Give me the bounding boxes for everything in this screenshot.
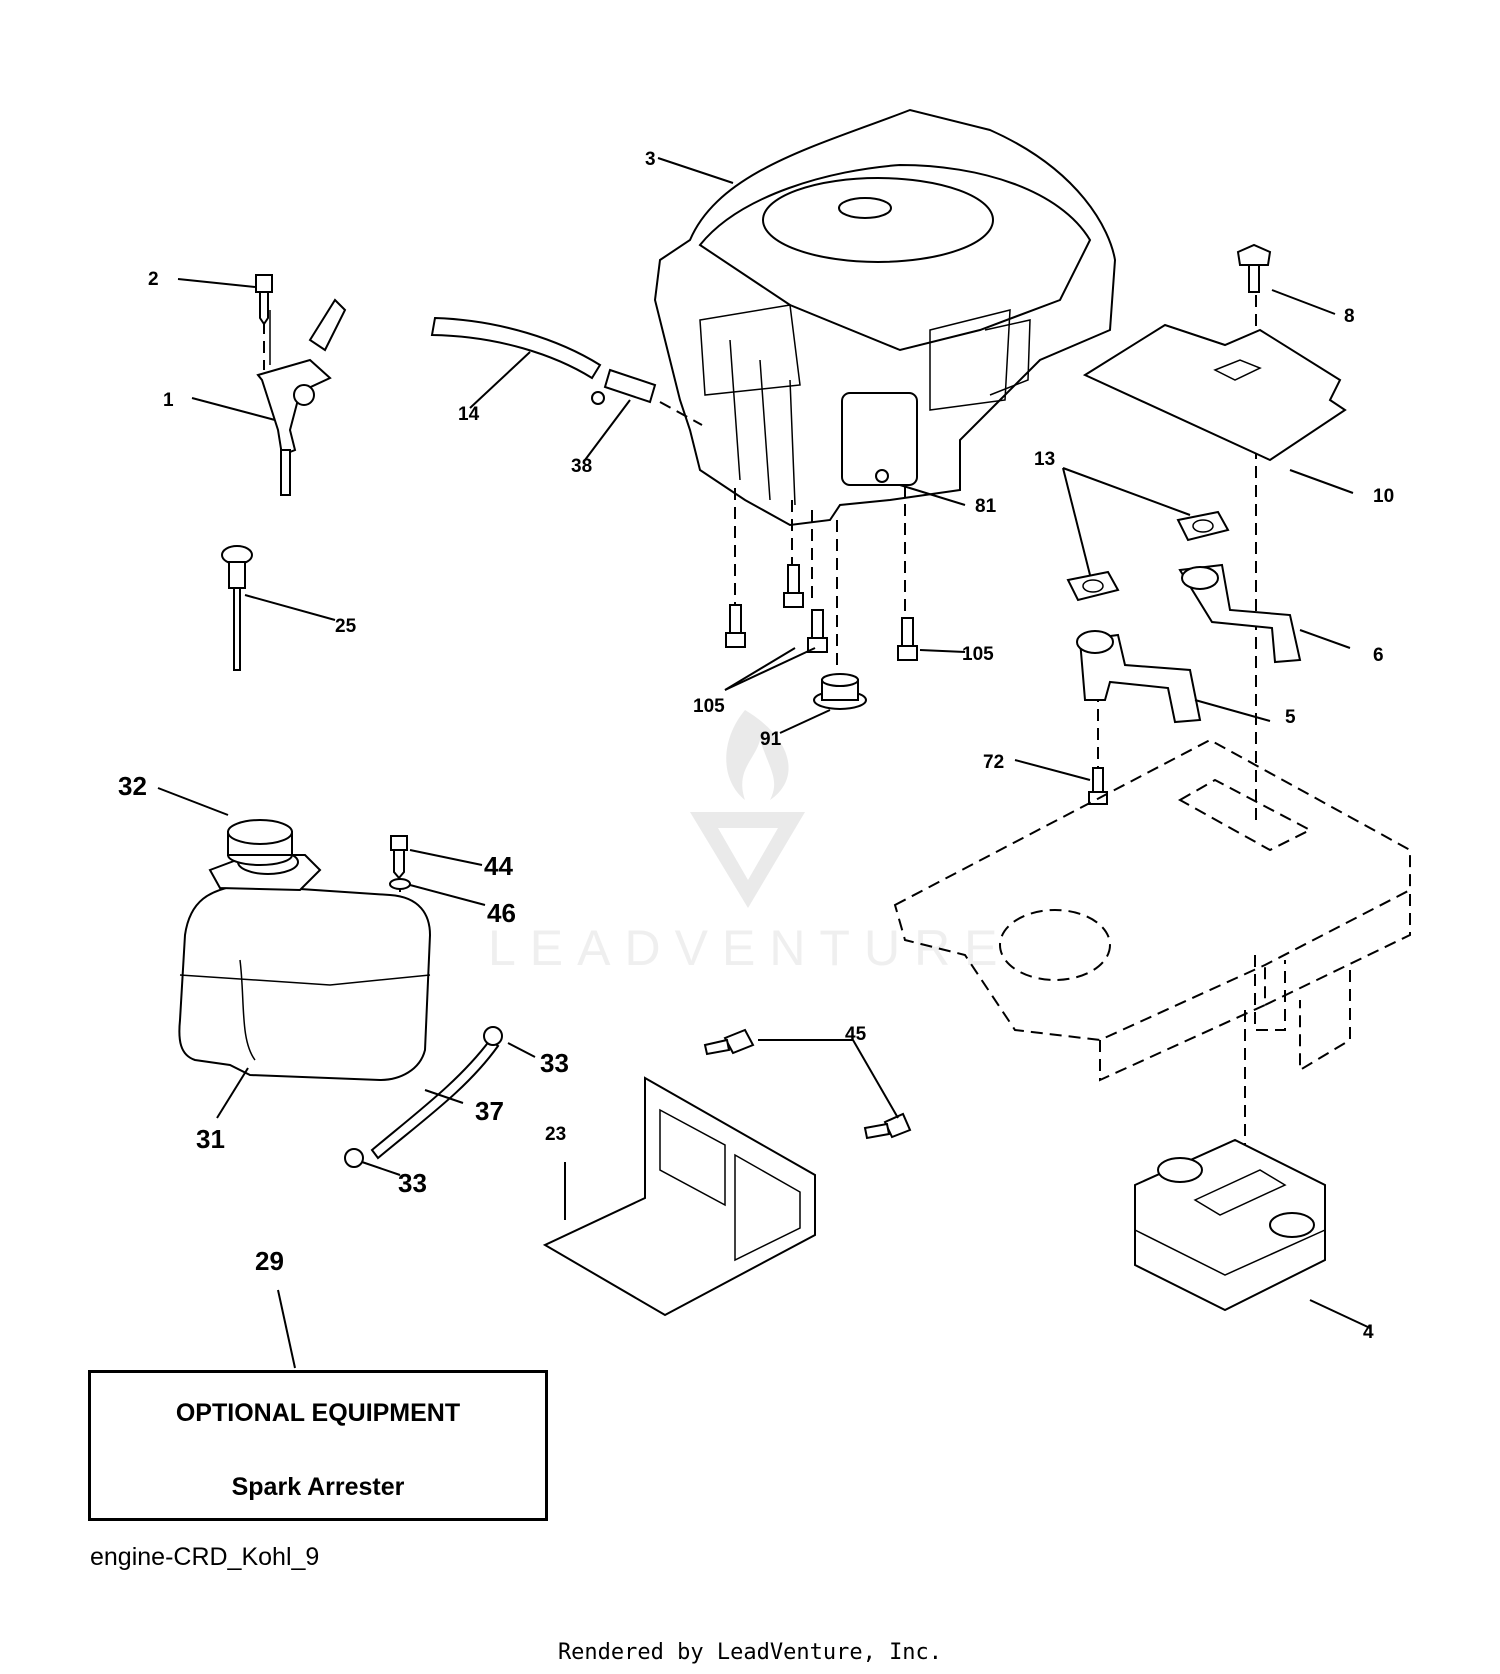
optional-equipment-title: OPTIONAL EQUIPMENT — [175, 1399, 461, 1427]
callout-31: 31 — [196, 1124, 225, 1154]
callout-105-left: 105 — [693, 696, 725, 717]
callout-1: 1 — [163, 390, 174, 411]
gaskets-13 — [1066, 510, 1230, 602]
callout-2: 2 — [148, 269, 159, 290]
callout-44: 44 — [484, 851, 513, 881]
callout-45: 45 — [845, 1024, 867, 1045]
callout-5: 5 — [1285, 707, 1296, 728]
optional-equipment-box: OPTIONAL EQUIPMENT Spark Arrester — [88, 1370, 548, 1521]
exhaust-pipe-5 — [1076, 630, 1202, 724]
callout-10: 10 — [1373, 486, 1394, 507]
callout-3: 3 — [645, 149, 656, 170]
dipstick — [221, 545, 253, 671]
screw-8 — [1236, 243, 1272, 293]
callout-13: 13 — [1034, 449, 1055, 470]
leader-lines — [157, 157, 1371, 1369]
hose-clamps — [344, 1026, 503, 1168]
callout-33-bottom: 33 — [398, 1168, 427, 1198]
callout-labels: 1 2 3 4 5 6 8 10 13 14 23 25 29 31 32 33… — [118, 149, 1394, 1343]
throttle-control — [256, 298, 347, 496]
screw-44 — [390, 835, 408, 880]
washer-46 — [389, 878, 411, 890]
screw-2 — [255, 274, 273, 326]
engine-assembly — [653, 108, 1117, 527]
callout-14: 14 — [458, 404, 480, 425]
bolts-45 — [703, 1028, 912, 1140]
callout-23: 23 — [545, 1124, 566, 1145]
bracket-23 — [542, 1076, 816, 1317]
callout-105-right: 105 — [962, 644, 994, 665]
watermark-text: LEADVENTURE — [488, 920, 1012, 976]
callout-6: 6 — [1373, 645, 1384, 666]
heat-shield — [1082, 323, 1347, 462]
callout-38: 38 — [571, 456, 592, 477]
callout-33-top: 33 — [540, 1048, 569, 1078]
fuel-cap — [227, 819, 293, 866]
exhaust-pipe-6 — [1178, 563, 1302, 664]
callout-25: 25 — [335, 616, 357, 637]
callout-46: 46 — [487, 898, 516, 928]
callout-29: 29 — [255, 1246, 284, 1276]
bolt-72 — [1088, 767, 1108, 805]
fuel-hose — [370, 1038, 500, 1160]
spark-arrester-label: Spark Arrester — [231, 1473, 405, 1501]
callout-81: 81 — [975, 496, 997, 517]
callout-4: 4 — [1363, 1322, 1374, 1343]
callout-91: 91 — [760, 729, 782, 750]
muffler — [1134, 1138, 1326, 1312]
watermark-logo: LEADVENTURE — [488, 710, 1012, 976]
diagram-code: engine-CRD_Kohl_9 — [90, 1543, 320, 1571]
callout-37: 37 — [475, 1096, 504, 1126]
spacer-91 — [813, 673, 867, 710]
footer-credit: Rendered by LeadVenture, Inc. — [557, 1640, 943, 1665]
callout-72: 72 — [983, 752, 1004, 773]
bolts-105 — [725, 564, 918, 661]
fuel-line — [430, 316, 602, 380]
frame-outline — [893, 738, 1411, 1082]
callout-32: 32 — [118, 771, 147, 801]
callout-8: 8 — [1344, 306, 1355, 327]
fuel-filter — [591, 368, 657, 405]
